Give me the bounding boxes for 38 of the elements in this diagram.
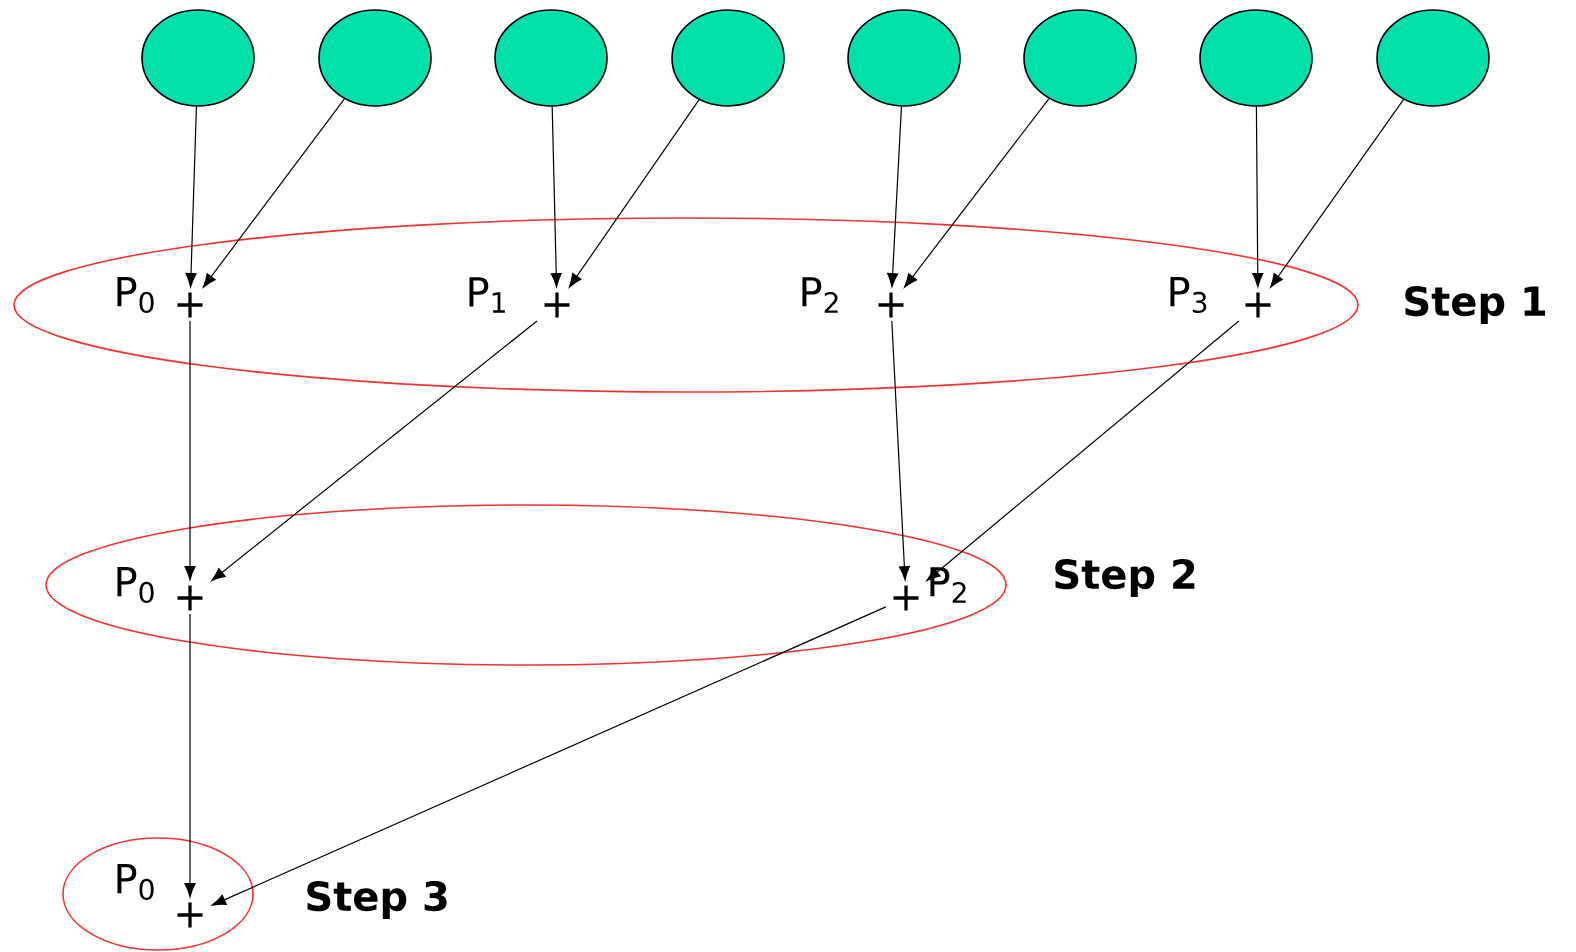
step-label: Step 3 xyxy=(307,881,447,919)
arrow xyxy=(1252,106,1264,288)
arrow xyxy=(202,98,345,288)
step-label: Step 1 xyxy=(1405,286,1546,324)
arrow xyxy=(926,320,1240,582)
arrow xyxy=(568,99,700,288)
arrow xyxy=(211,320,538,582)
plus-sign: + xyxy=(177,585,203,611)
circle xyxy=(847,9,961,107)
processor-label: P$_{2}$ xyxy=(802,277,838,313)
processor-label: P$_{0}$ xyxy=(117,277,154,314)
processor-label: P$_{1}$ xyxy=(469,277,505,313)
arrow xyxy=(887,106,903,288)
arrow xyxy=(211,606,887,906)
circle xyxy=(1023,9,1137,107)
arrow xyxy=(184,613,196,898)
circle xyxy=(1376,9,1490,107)
plus-sign: + xyxy=(544,292,570,318)
arrow xyxy=(891,320,910,581)
circle xyxy=(318,9,432,107)
step-label: Step 2 xyxy=(1055,559,1195,597)
circle xyxy=(671,9,785,107)
arrow xyxy=(1270,99,1405,288)
plus-sign: + xyxy=(177,902,203,928)
circle xyxy=(141,9,255,107)
processor-label: P$_{3}$ xyxy=(1170,277,1207,314)
arrow xyxy=(184,320,196,581)
plus-sign: + xyxy=(893,585,919,611)
circle xyxy=(494,9,608,107)
arrow xyxy=(550,106,562,288)
processor-label: P$_{0}$ xyxy=(117,567,154,604)
arrow xyxy=(904,98,1050,288)
processor-label: P$_{0}$ xyxy=(117,864,154,901)
plus-sign: + xyxy=(1245,292,1271,318)
arrow xyxy=(185,106,197,288)
plus-sign: + xyxy=(878,292,904,318)
plus-sign: + xyxy=(177,292,203,318)
circle xyxy=(1199,9,1313,107)
